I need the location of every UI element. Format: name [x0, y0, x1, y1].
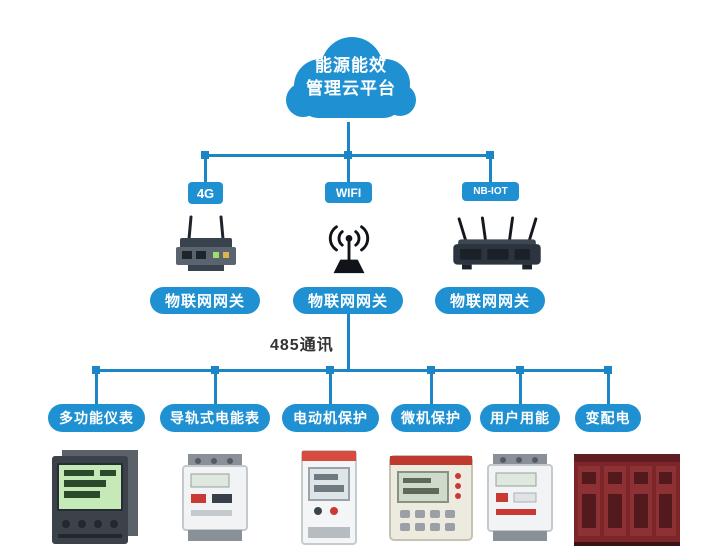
drop-line-device-5	[519, 372, 522, 404]
user-energy-meter-image	[487, 454, 553, 541]
node-4g	[201, 151, 209, 159]
wifi-antenna-icon	[328, 225, 370, 274]
cloud-label-line2: 管理云平台	[306, 79, 396, 98]
node-device-4	[427, 366, 435, 374]
gateway-label-wifi: 物联网网关	[293, 287, 403, 314]
node-device-5	[516, 366, 524, 374]
node-wifi	[344, 151, 352, 159]
node-device-1	[92, 366, 100, 374]
connector-cloud-to-top-bus	[347, 122, 350, 156]
node-nbiot	[486, 151, 494, 159]
motor-protection-image	[301, 450, 357, 545]
drop-line-device-1	[95, 372, 98, 404]
device-label-user-energy: 用户用能	[480, 404, 560, 432]
node-device-2	[211, 366, 219, 374]
cloud-platform: 能源能效 管理云平台	[276, 30, 426, 126]
device-label-motor-protection: 电动机保护	[282, 404, 379, 432]
cloud-label: 能源能效 管理云平台	[276, 54, 426, 100]
drop-line-wifi	[347, 157, 350, 183]
drop-line-nbiot	[489, 157, 492, 183]
device-label-power-distribution: 变配电	[575, 404, 641, 432]
drop-line-device-3	[329, 372, 332, 404]
node-device-3	[326, 366, 334, 374]
din-rail-meter-image	[182, 454, 248, 541]
badge-4g: 4G	[188, 182, 223, 204]
device-label-microcomputer-protection: 微机保护	[391, 404, 471, 432]
device-label-din-rail-meter: 导轨式电能表	[160, 404, 270, 432]
drop-line-device-6	[607, 372, 610, 404]
cloud-icon	[286, 37, 416, 118]
nbiot-router-icon	[453, 216, 541, 270]
bus-485-label: 485通讯	[270, 337, 334, 354]
drop-line-device-2	[214, 372, 217, 404]
badge-nbiot: NB-IOT	[462, 182, 519, 201]
connector-gateway-to-lower-bus	[347, 314, 350, 371]
cellular-router-icon	[176, 215, 236, 271]
badge-wifi: WIFI	[325, 182, 372, 203]
node-device-6	[604, 366, 612, 374]
drop-line-4g	[204, 157, 207, 183]
gateway-label-4g: 物联网网关	[150, 287, 260, 314]
lower-bus-line	[96, 369, 610, 372]
drop-line-device-4	[430, 372, 433, 404]
multifunction-meter-image	[52, 450, 138, 544]
gateway-label-nbiot: 物联网网关	[435, 287, 545, 314]
microcomputer-protection-image	[389, 455, 473, 541]
device-label-multifunction-meter: 多功能仪表	[48, 404, 145, 432]
cloud-label-line1: 能源能效	[315, 56, 387, 75]
distribution-cabinet-image	[574, 454, 680, 546]
